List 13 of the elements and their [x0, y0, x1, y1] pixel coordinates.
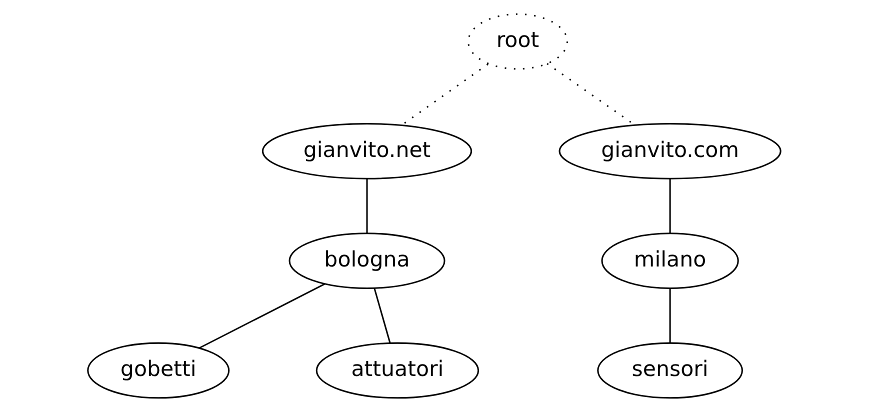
node-ellipse: milano [601, 232, 739, 289]
connector [374, 288, 391, 343]
node-ellipse: gobetti [87, 342, 230, 399]
node-ellipse: sensori [597, 342, 743, 399]
connector [366, 179, 368, 234]
node-ellipse: gianvito.net [262, 123, 472, 180]
connector [669, 288, 671, 343]
node-ellipse: root [468, 13, 568, 70]
node-ellipse: attuatori [316, 342, 480, 399]
node-ellipse: bologna [288, 232, 446, 289]
node-ellipse: gianvito.com [558, 123, 782, 180]
connector [198, 283, 326, 349]
connector [669, 179, 671, 234]
